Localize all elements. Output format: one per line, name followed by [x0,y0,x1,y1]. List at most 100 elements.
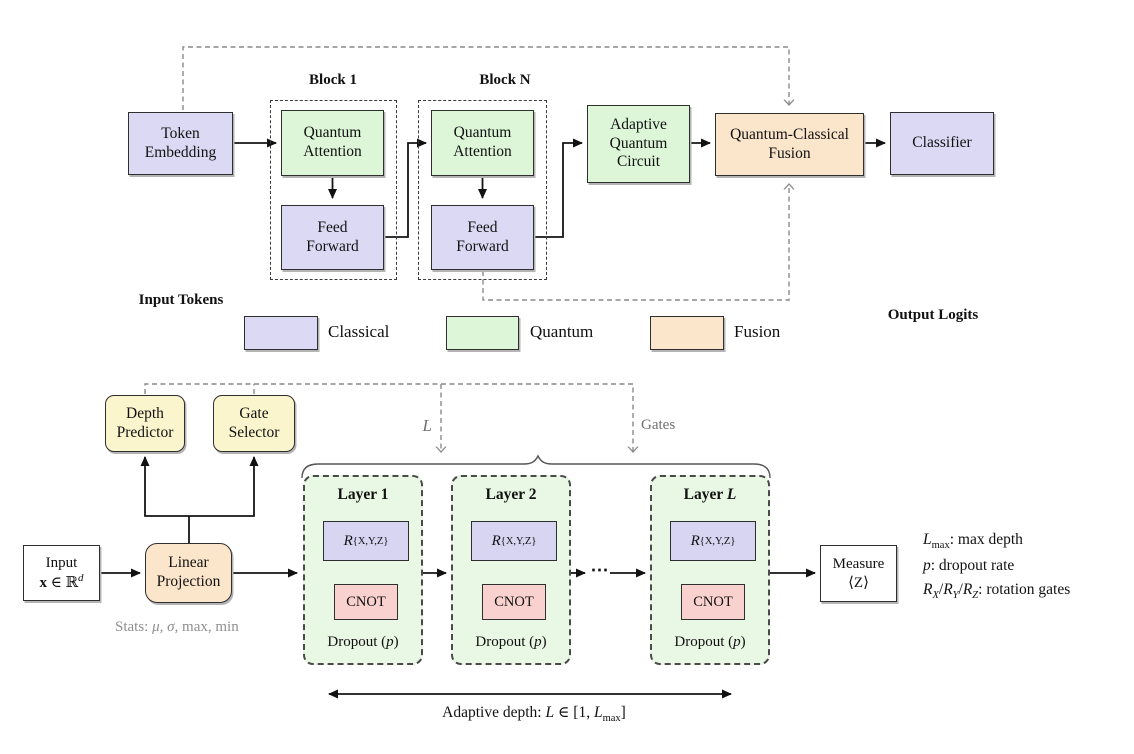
blockN-dashed-frame [418,100,547,280]
note-sub: Y [952,589,959,601]
dropout-suffix: ) [541,634,547,650]
node-classifier: Classifier [890,112,994,175]
dropout-prefix: Dropout ( [674,634,734,650]
legend-label-fusion: Fusion [734,322,781,341]
rotation-gate-box: R{X,Y,Z} [471,521,557,561]
layer-title-prefix: Layer [485,486,529,503]
note-max-depth: Lmax: max depth [923,528,1134,554]
adaptive-prefix: Adaptive depth: [442,704,546,721]
note-rest: : rotation gates [978,580,1071,598]
node-feed-forward-1: Feed Forward [281,205,384,270]
layer-1-title: Layer 1 [305,486,421,504]
dropout-p: p [733,634,741,650]
stats-greek: μ, σ [152,619,175,635]
adaptive-L: L [545,704,555,721]
measure-label: Measure [832,556,885,573]
rotation-sub: {X,Y,Z} [699,535,736,547]
node-depth-predictor: Depth Predictor [105,395,185,452]
note-sep: / [958,580,963,598]
note-rest: : max depth [949,531,1023,548]
node-linear-projection: Linear Projection [145,543,232,603]
node-measure: Measure ⟨Z⟩ [820,545,897,602]
note-sym: R [962,580,973,598]
math-dim: d [78,572,84,584]
block1-label: Block 1 [309,72,357,88]
note-rest: : dropout rate [930,557,1015,575]
note-sym: R [923,580,933,598]
node-quantum-attention-1: Quantum Attention [281,110,384,176]
note-sub: Z [972,589,979,601]
layer-2-index: 2 [528,486,537,503]
rotation-r: R [491,532,501,549]
note-sub: X [932,589,939,601]
dropout-suffix: ) [393,634,399,650]
note-sym: L [923,531,932,548]
dropout-label: Dropout (p) [453,634,569,651]
layer-1-index: 1 [380,486,389,503]
layer-L-index: L [726,486,737,503]
math-in-r: ∈ ℝ [46,575,79,591]
dashed-wire-blockN-to-fusion-bottom [482,184,789,301]
cnot-box: CNOT [681,584,745,620]
note-sep: / [938,580,944,598]
input-label: Input [45,554,78,571]
legend-swatch-fusion [650,316,724,350]
rotation-r: R [343,532,353,549]
node-token-embedding: Token Embedding [128,112,233,175]
input-math: x ∈ ℝd [39,572,83,592]
node-quantum-attention-N: Quantum Attention [431,110,534,176]
layers-ellipsis: ⋯ [590,560,610,580]
note-dropout-rate: p: dropout rate [923,554,1134,578]
layer-1: Layer 1 R{X,Y,Z} CNOT Dropout (p) [303,475,423,665]
input-tokens-label: Input Tokens [138,292,224,308]
layer-title-prefix: Layer [683,486,727,503]
layer-title-prefix: Layer [337,486,381,503]
output-logits-label: Output Logits [887,307,979,323]
dropout-label: Dropout (p) [305,634,421,651]
rotation-r: R [690,532,700,549]
adaptive-sub: max [602,713,621,725]
legend-swatch-classical [244,316,318,350]
legend-swatch-quantum [446,316,519,350]
dropout-p: p [386,634,394,650]
rotation-gate-box: R{X,Y,Z} [670,521,756,561]
node-input: Input x ∈ ℝd [23,545,100,601]
legend-notes: Lmax: max depth p: dropout rate RX/RY/RZ… [923,528,1134,604]
arrow-ff2-to-adaptive-circuit [534,138,583,238]
node-feed-forward-N: Feed Forward [431,205,534,270]
adaptive-mid: ∈ [1, [554,704,594,721]
rotation-gate-box: R{X,Y,Z} [323,521,409,561]
dropout-prefix: Dropout ( [475,634,535,650]
dropout-label: Dropout (p) [652,634,768,651]
math-x: x [39,575,47,591]
gates-wire-label: Gates [641,417,676,433]
node-quantum-classical-fusion: Quantum-Classical Fusion [715,113,864,176]
node-adaptive-quantum-circuit: Adaptive Quantum Circuit [587,105,690,183]
cnot-box: CNOT [334,584,398,620]
note-rotation-gates: RX/RY/RZ: rotation gates [923,578,1134,604]
node-gate-selector: Gate Selector [213,395,295,452]
adaptive-suffix: ] [620,704,626,721]
dropout-p: p [534,634,542,650]
measure-observable: ⟨Z⟩ [848,574,869,591]
depth-wire-label: L [422,416,432,435]
note-sub: max [931,540,950,552]
rotation-sub: {X,Y,Z} [500,535,537,547]
layer-2-title: Layer 2 [453,486,569,504]
stats-caption: Stats: μ, σ, max, min [115,619,239,636]
rotation-sub: {X,Y,Z} [352,535,389,547]
cnot-box: CNOT [482,584,546,620]
dropout-suffix: ) [740,634,746,650]
note-sym: R [943,580,953,598]
adaptive-depth-caption: Adaptive depth: L ∈ [1, Lmax] [420,703,648,724]
legend-label-classical: Classical [328,322,390,341]
stats-rest: , max, min [174,619,239,635]
layers-overbrace [301,454,771,479]
layer-L-title: Layer L [652,486,768,504]
block1-dashed-frame [270,100,397,280]
blockN-label: Block N [479,72,531,88]
adaptive-Lmax: L [593,704,603,721]
note-sym: p [923,557,931,575]
